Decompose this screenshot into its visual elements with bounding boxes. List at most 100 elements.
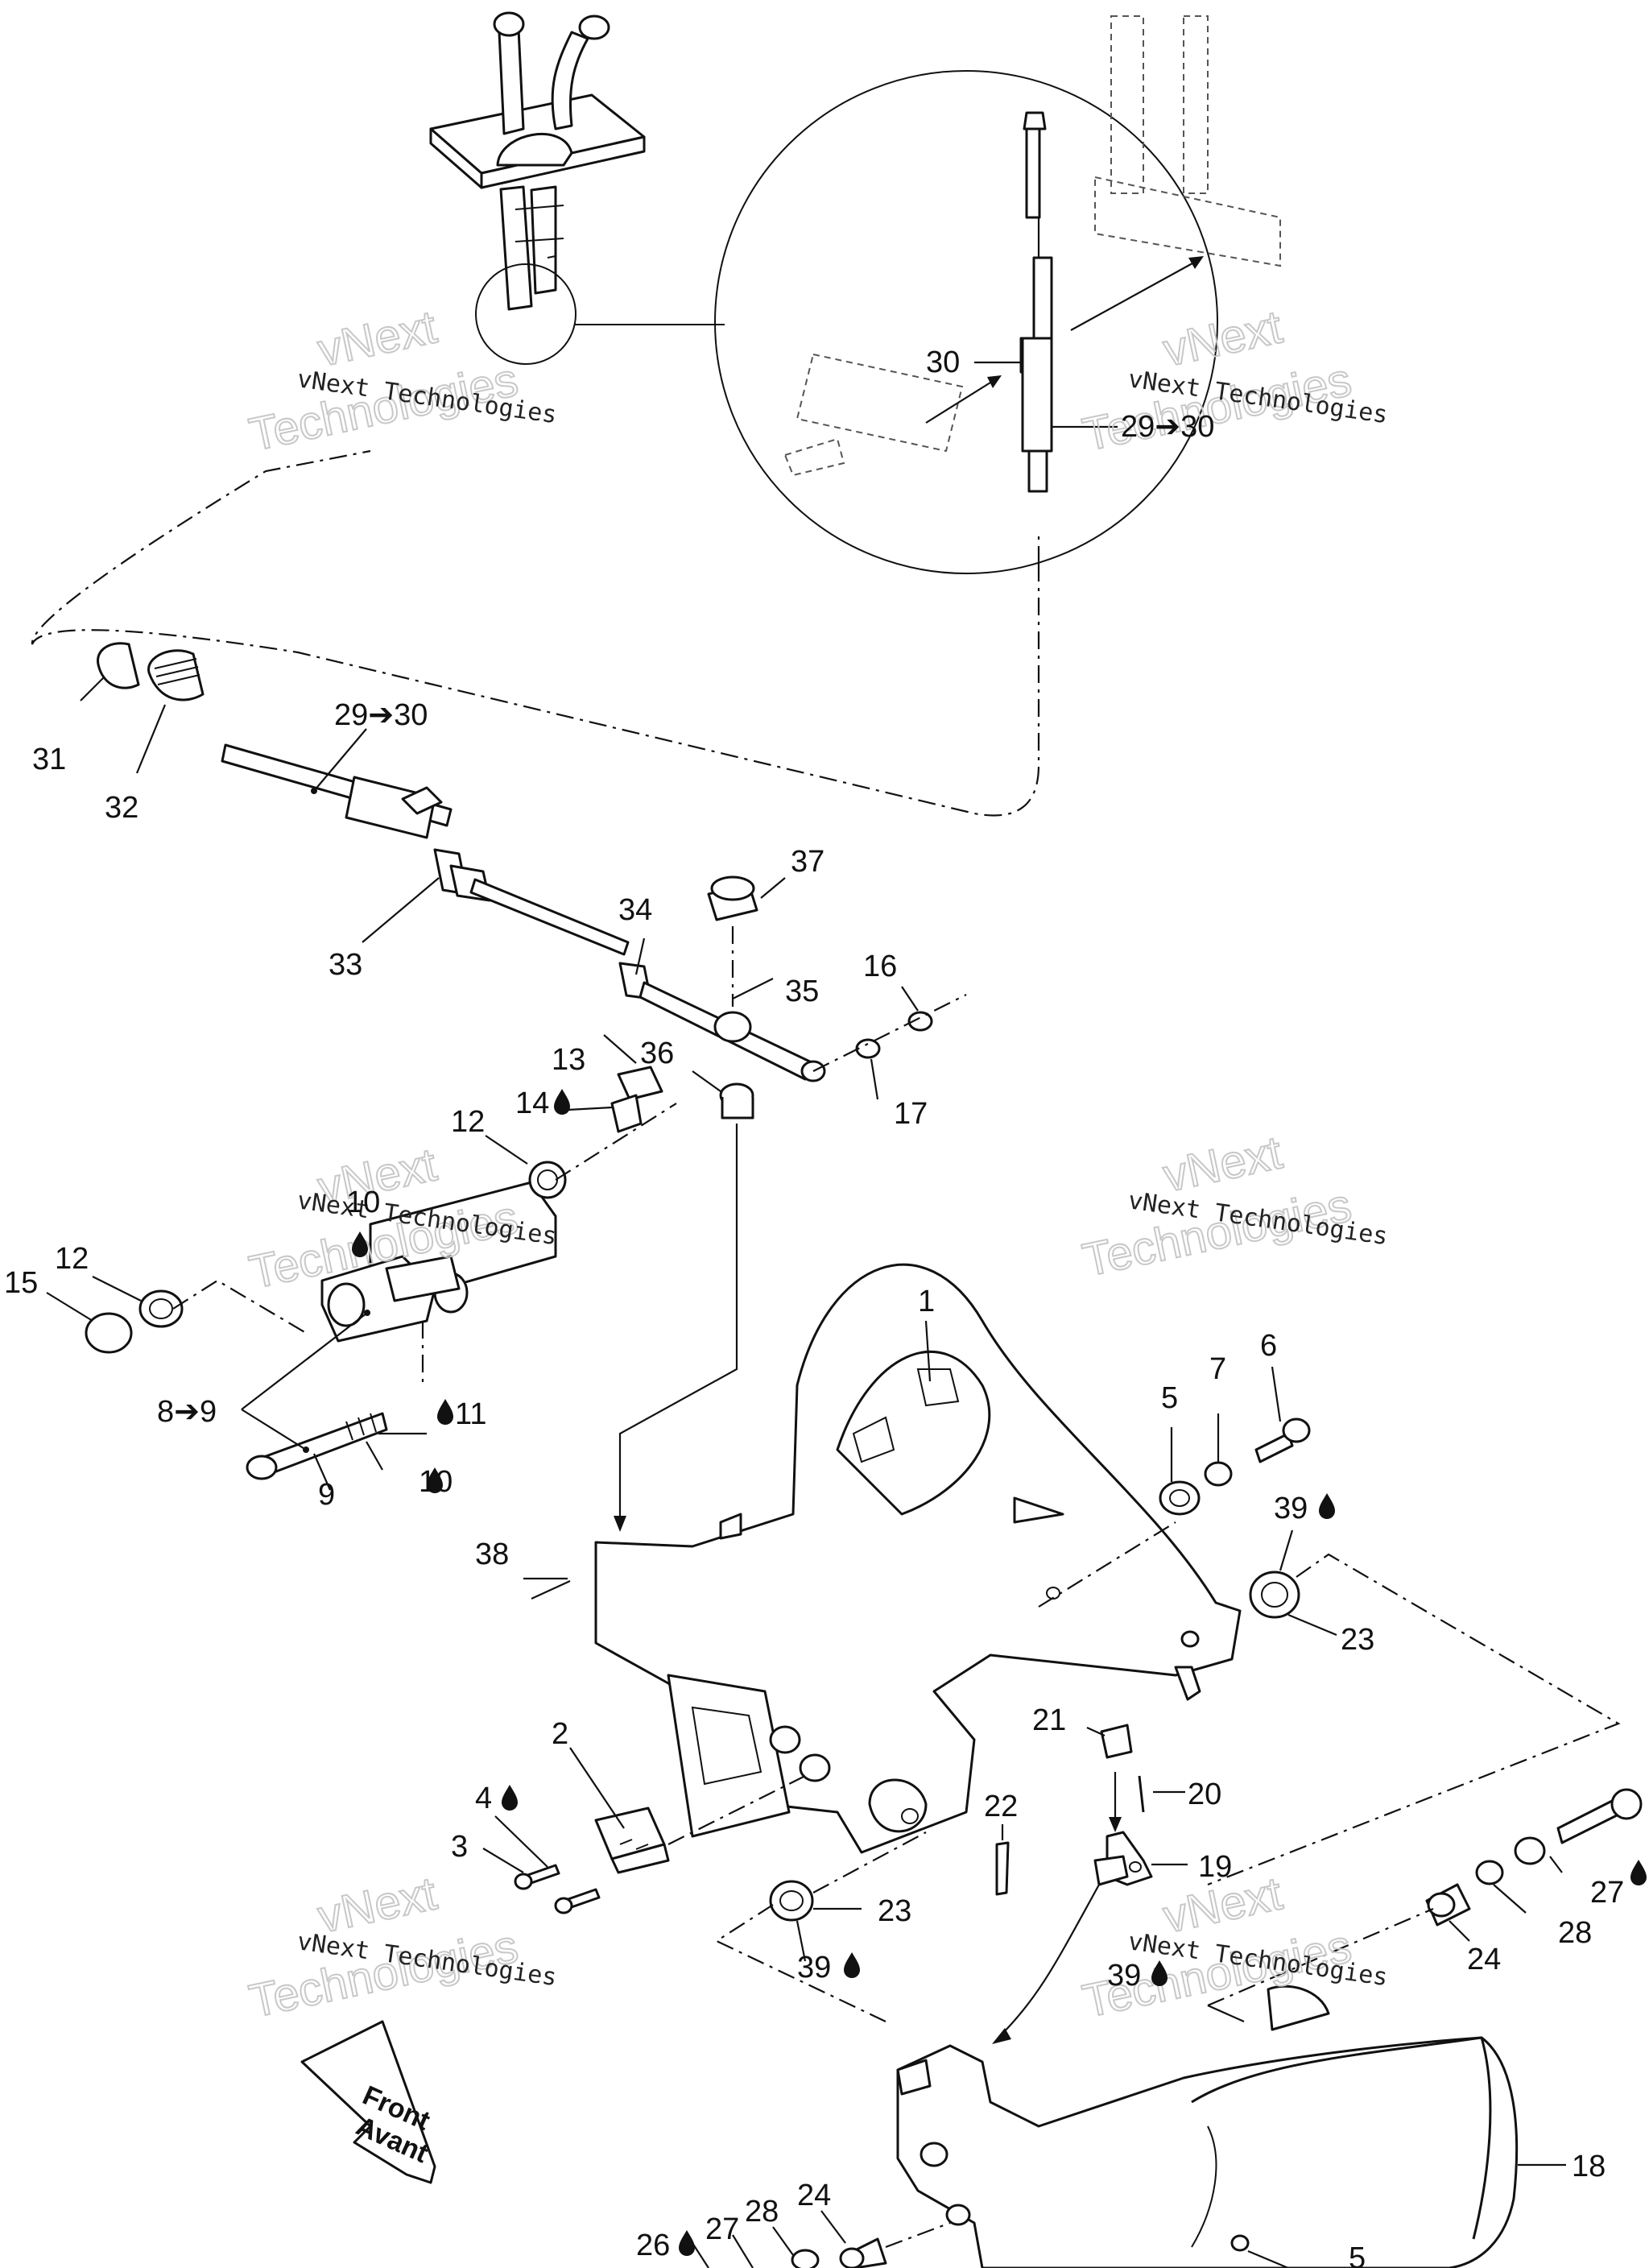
callout-14: 14 <box>515 1086 549 1120</box>
callout-39-lower: 39 <box>797 1951 831 1984</box>
callout-33: 33 <box>329 948 362 982</box>
detail-callout-small-circle <box>475 263 577 365</box>
callout-28-right: 28 <box>1558 1916 1592 1950</box>
callout-5: 5 <box>1161 1381 1178 1415</box>
part-22-screw <box>995 1841 1010 1896</box>
watermark-middle-right: vNext Technologies vNext Technologies <box>1077 1125 1390 1287</box>
callout-labels: 1 2 3 4 5 5 7 6 8➔9 9 10 10 11 12 12 13 … <box>4 346 1624 2268</box>
part-16-nut <box>907 1011 933 1032</box>
callout-16: 16 <box>863 950 897 983</box>
part-28-washer-lower <box>791 2249 820 2268</box>
callout-32: 32 <box>105 791 138 825</box>
lubricant-drop-icon <box>679 2230 695 2256</box>
cable-route-loop <box>31 449 1040 817</box>
part-12-bushing-upper <box>528 1161 567 1199</box>
callout-38: 38 <box>475 1538 509 1571</box>
callout-23-lower: 23 <box>878 1894 911 1928</box>
lubricant-drop-icon <box>1630 1860 1647 1885</box>
leader-29-30-lower <box>313 728 367 792</box>
part-23-bushing-right <box>1249 1571 1300 1619</box>
detail-cable-end <box>1019 111 1053 493</box>
part-18-tilt-tube <box>896 1984 1519 2268</box>
part-37-bushing <box>707 875 758 921</box>
callout-27-right: 27 <box>1590 1876 1624 1910</box>
part-1-main-bracket <box>594 1263 1242 1854</box>
callout-39-right: 39 <box>1274 1492 1308 1525</box>
lubricant-drop-icon <box>502 1785 518 1811</box>
watermark-text: vNext <box>313 300 441 376</box>
callout-15: 15 <box>4 1266 38 1300</box>
detail-arrow-to-bracket <box>1070 259 1201 331</box>
callout-1: 1 <box>918 1285 935 1318</box>
watermark-lower-left: vNext Technologies vNext Technologies <box>244 1866 559 2028</box>
callout-17: 17 <box>894 1097 928 1131</box>
callout-20: 20 <box>1188 1778 1221 1811</box>
detail-callout-large-circle <box>714 70 1218 574</box>
callout-13: 13 <box>552 1043 585 1077</box>
lubricant-drop-icon <box>554 1089 570 1115</box>
part-12-bushing-lower <box>138 1289 184 1328</box>
lubricant-drop-icon <box>437 1399 453 1425</box>
part-38-pin <box>531 1580 571 1600</box>
part-15-cap <box>85 1312 133 1354</box>
callout-4: 4 <box>475 1782 492 1815</box>
callout-31: 31 <box>32 743 66 776</box>
swivel-bracket <box>320 1181 557 1343</box>
callout-35: 35 <box>785 975 819 1008</box>
callout-11: 11 <box>455 1397 486 1431</box>
watermark-upper-left: vNext Technologies vNext Technologies <box>244 300 559 461</box>
part-bolt-right <box>1556 1788 1643 1844</box>
detail-bracket-ghost <box>783 15 1281 477</box>
callout-3: 3 <box>451 1830 468 1864</box>
callout-21: 21 <box>1032 1703 1066 1737</box>
watermark-text: vNext <box>1159 300 1287 376</box>
callout-22: 22 <box>984 1790 1018 1823</box>
front-direction-sign: Front Avant <box>300 2020 436 2184</box>
part-6-bolt <box>1254 1418 1311 1463</box>
callout-5-lower: 5 <box>1349 2241 1366 2268</box>
part-23-bushing-lower <box>769 1880 814 1922</box>
watermark-text: vNext <box>1159 1126 1287 1202</box>
watermark-lower-right: vNext Technologies vNext Technologies <box>1077 1866 1390 2028</box>
callout-28-lower: 28 <box>745 2195 779 2229</box>
callout-36: 36 <box>640 1037 674 1070</box>
callout-29-to-30-detail: 29➔30 <box>1121 410 1214 444</box>
callout-12-lower: 12 <box>55 1242 89 1276</box>
callout-39-middle: 39 <box>1107 1959 1141 1993</box>
callout-10-upper: 10 <box>346 1186 380 1219</box>
part-19-lever <box>1093 1831 1153 1886</box>
part-36-bushing <box>719 1082 754 1120</box>
part-3-screw <box>514 1864 601 1914</box>
lubricant-drop-icon <box>844 1952 860 1978</box>
callout-2: 2 <box>552 1717 568 1751</box>
callout-7: 7 <box>1209 1352 1226 1386</box>
callout-27-lower: 27 <box>705 2212 739 2246</box>
callout-24-right: 24 <box>1467 1943 1501 1976</box>
part-2-plate <box>594 1807 670 1874</box>
callout-9: 9 <box>318 1478 335 1512</box>
callout-23-right: 23 <box>1341 1623 1374 1657</box>
part-7-washer <box>1204 1461 1233 1487</box>
callout-30: 30 <box>926 346 960 379</box>
part-21-clip <box>1100 1724 1133 1759</box>
part-20-pin <box>1138 1775 1145 1813</box>
shift-lever-assembly <box>429 11 646 311</box>
detail-arrow-to-cable <box>925 378 998 424</box>
part-28-washer-right <box>1475 1860 1504 1885</box>
part-5-bushing <box>1159 1480 1201 1516</box>
callout-37: 37 <box>791 845 824 879</box>
cable-assembly <box>97 642 826 1082</box>
part-9-pivot-pin <box>246 1412 388 1480</box>
callout-18: 18 <box>1572 2150 1606 2183</box>
part-24-bushing-lower <box>839 2237 887 2268</box>
callout-8-to-9: 8➔9 <box>157 1395 217 1429</box>
callout-34: 34 <box>618 893 652 927</box>
callout-29-to-30-cable: 29➔30 <box>334 698 428 732</box>
assembly-arrow-36-to-bracket <box>618 1124 738 1522</box>
part-17-washer <box>855 1038 881 1059</box>
part-13-grease-fitting <box>610 1066 663 1133</box>
callout-12-upper: 12 <box>451 1105 485 1139</box>
part-24-bushing-right <box>1425 1883 1471 1927</box>
callout-6: 6 <box>1260 1329 1277 1363</box>
